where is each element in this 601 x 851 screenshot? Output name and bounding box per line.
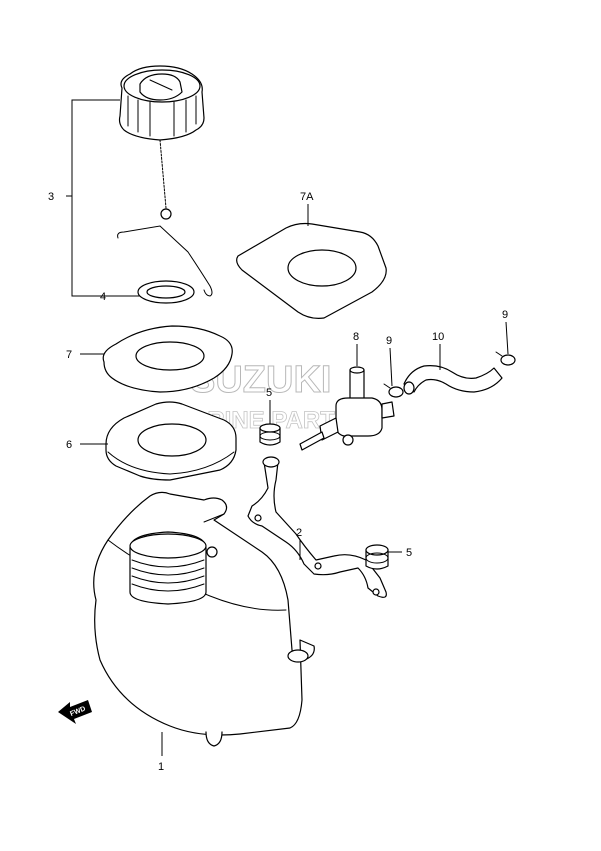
callout-2: 2 [296,527,302,539]
callout-7: 7 [66,349,72,361]
callout-5-upper: 5 [266,387,272,399]
fuel-line-bracket-part[interactable] [247,456,387,598]
callout-6: 6 [66,439,72,451]
callout-7a: 7A [300,191,314,203]
callout-8: 8 [353,331,359,343]
fuel-cap-part[interactable] [117,65,213,297]
clip-right-part[interactable] [495,351,516,366]
fuel-tank-part[interactable] [93,491,315,747]
grommet-lower-part[interactable] [365,544,389,570]
gasket-7a-part[interactable] [236,222,387,319]
grommet-upper-part[interactable] [259,423,281,446]
leader-lines [66,99,509,756]
callout-1: 1 [158,761,164,773]
cap-gasket-part[interactable] [137,280,195,304]
callout-10: 10 [432,331,444,343]
callout-9-right: 9 [502,309,508,321]
upper-gasket-part[interactable] [102,325,233,393]
callout-9-left: 9 [386,335,392,347]
lower-packing-part[interactable] [105,401,237,481]
fwd-arrow-icon: FWD [58,700,92,724]
callout-5-lower: 5 [406,547,412,559]
fuel-cock-part[interactable] [299,366,395,451]
callouts: 3 4 7A 7 6 1 2 5 5 8 9 10 9 [48,191,508,773]
callout-4: 4 [100,291,106,303]
clip-left-part[interactable] [383,383,404,398]
fuel-hose-part[interactable] [403,365,503,395]
callout-3: 3 [48,191,54,203]
